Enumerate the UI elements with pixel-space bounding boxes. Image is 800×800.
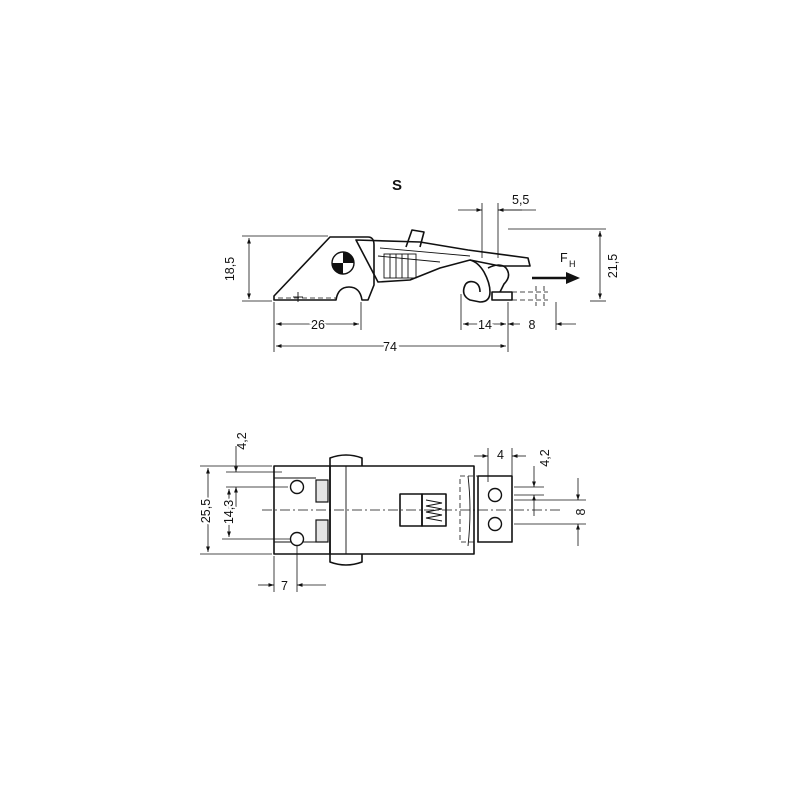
variant-label: S [392, 177, 402, 194]
top-catch-plate [477, 475, 513, 543]
dim-base-length: 26 [311, 318, 325, 332]
latch-base-plate [273, 236, 375, 301]
catch-loop [487, 264, 510, 293]
catch-plate [491, 291, 513, 301]
dim-hole-spacing: 14,3 [222, 500, 236, 524]
hook [462, 259, 491, 303]
dim-catch-hole-spacing: 8 [574, 508, 588, 515]
pivot-pin-top [329, 454, 363, 466]
dim-hole-pitch-left: 4,2 [235, 432, 249, 449]
base-mount-hole-bottom [289, 531, 305, 547]
spring-housing [383, 253, 417, 279]
dim-height-left: 18,5 [223, 257, 237, 281]
force-subscript: H [569, 259, 576, 269]
catch-hole-top [487, 487, 503, 503]
side-view: S [223, 177, 620, 357]
dim-hole-edge: 7 [281, 579, 288, 593]
force-label: F [560, 251, 568, 265]
spring-icon [425, 499, 443, 522]
dim-overall-length: 74 [383, 340, 397, 354]
top-view: 4,2 25,5 14,3 7 4 4,2 8 [197, 432, 588, 593]
catch-hole-bottom [487, 516, 503, 532]
hinge-knuckle-bottom [315, 519, 329, 543]
pivot-pin-bottom [329, 554, 363, 566]
dim-hook-width: 14 [478, 318, 492, 332]
dim-catch-width: 4 [497, 448, 504, 462]
force-arrow-icon [532, 272, 580, 284]
dim-overall-width: 25,5 [199, 499, 213, 523]
lever-arm [355, 239, 531, 283]
dim-catch-offset: 8 [529, 318, 536, 332]
dim-top-offset: 5,5 [512, 193, 529, 207]
pivot-center-icon [331, 251, 355, 275]
thumb-tab [405, 229, 425, 248]
hinge-knuckle-top [315, 479, 329, 503]
dim-height-right: 21,5 [606, 254, 620, 278]
dim-catch-hole-pitch: 4,2 [538, 449, 552, 466]
catch-hidden-outline [459, 475, 479, 543]
base-mount-hole-top [289, 479, 305, 495]
